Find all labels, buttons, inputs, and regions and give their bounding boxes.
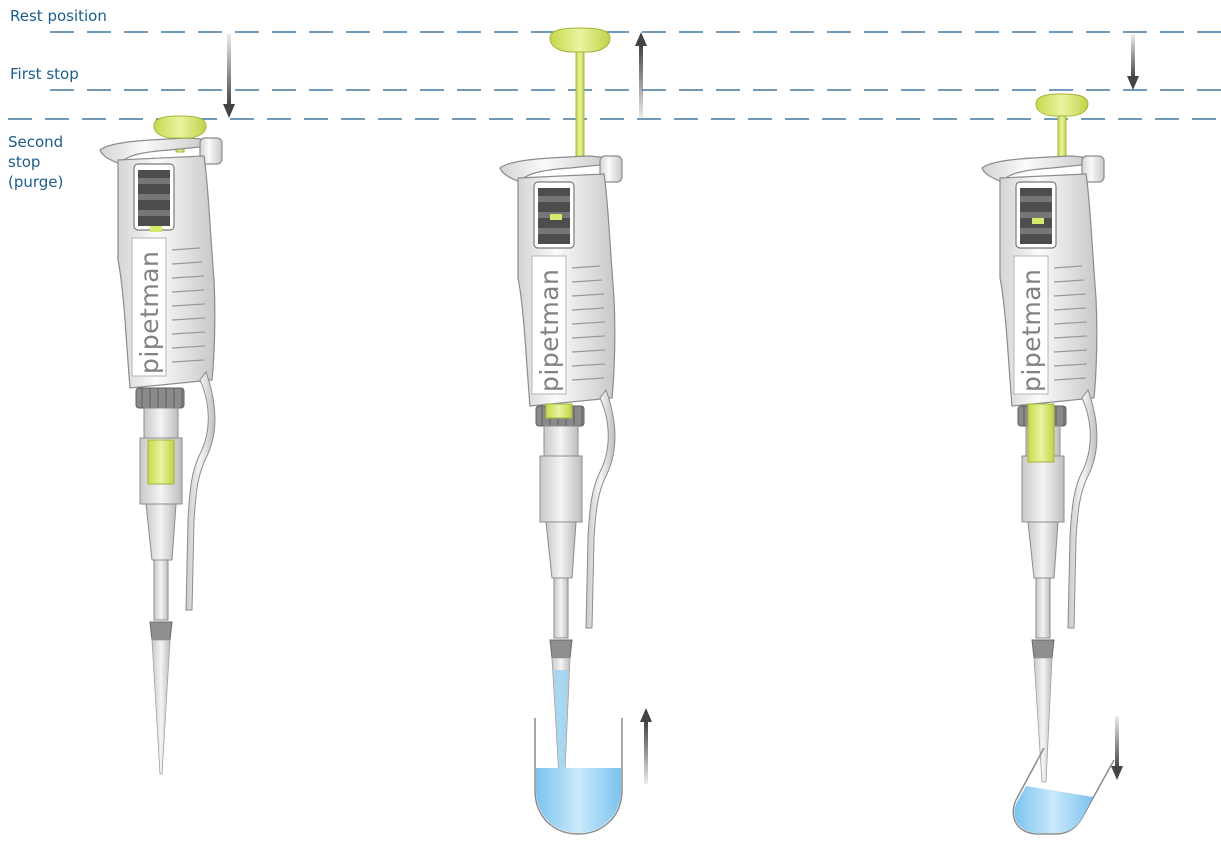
rest-position-label: Rest position [10,6,107,26]
second-stop-label-line2: stop [8,152,40,172]
beaker-aspirate [535,718,622,834]
beaker-dispense-liquid [1014,786,1093,833]
pipette-1: pipetman [100,116,222,774]
arrow-down-beaker [1111,716,1123,780]
second-stop-label-line3: (purge) [8,172,63,192]
beaker-dispense [1013,748,1114,834]
first-stop-label: First stop [10,64,79,84]
second-stop-label-line1: Second [8,132,63,152]
pipette-2: pipetman [500,28,622,794]
pipette-3: pipetman [982,94,1104,782]
arrow-down-1 [223,34,235,118]
pipette-2-brand: pipetman [535,269,564,392]
arrow-up-2 [635,32,647,118]
pipette-3-brand: pipetman [1017,269,1046,392]
arrow-up-beaker [640,708,652,784]
arrow-down-3 [1127,34,1139,90]
pipette-1-brand: pipetman [135,251,164,374]
